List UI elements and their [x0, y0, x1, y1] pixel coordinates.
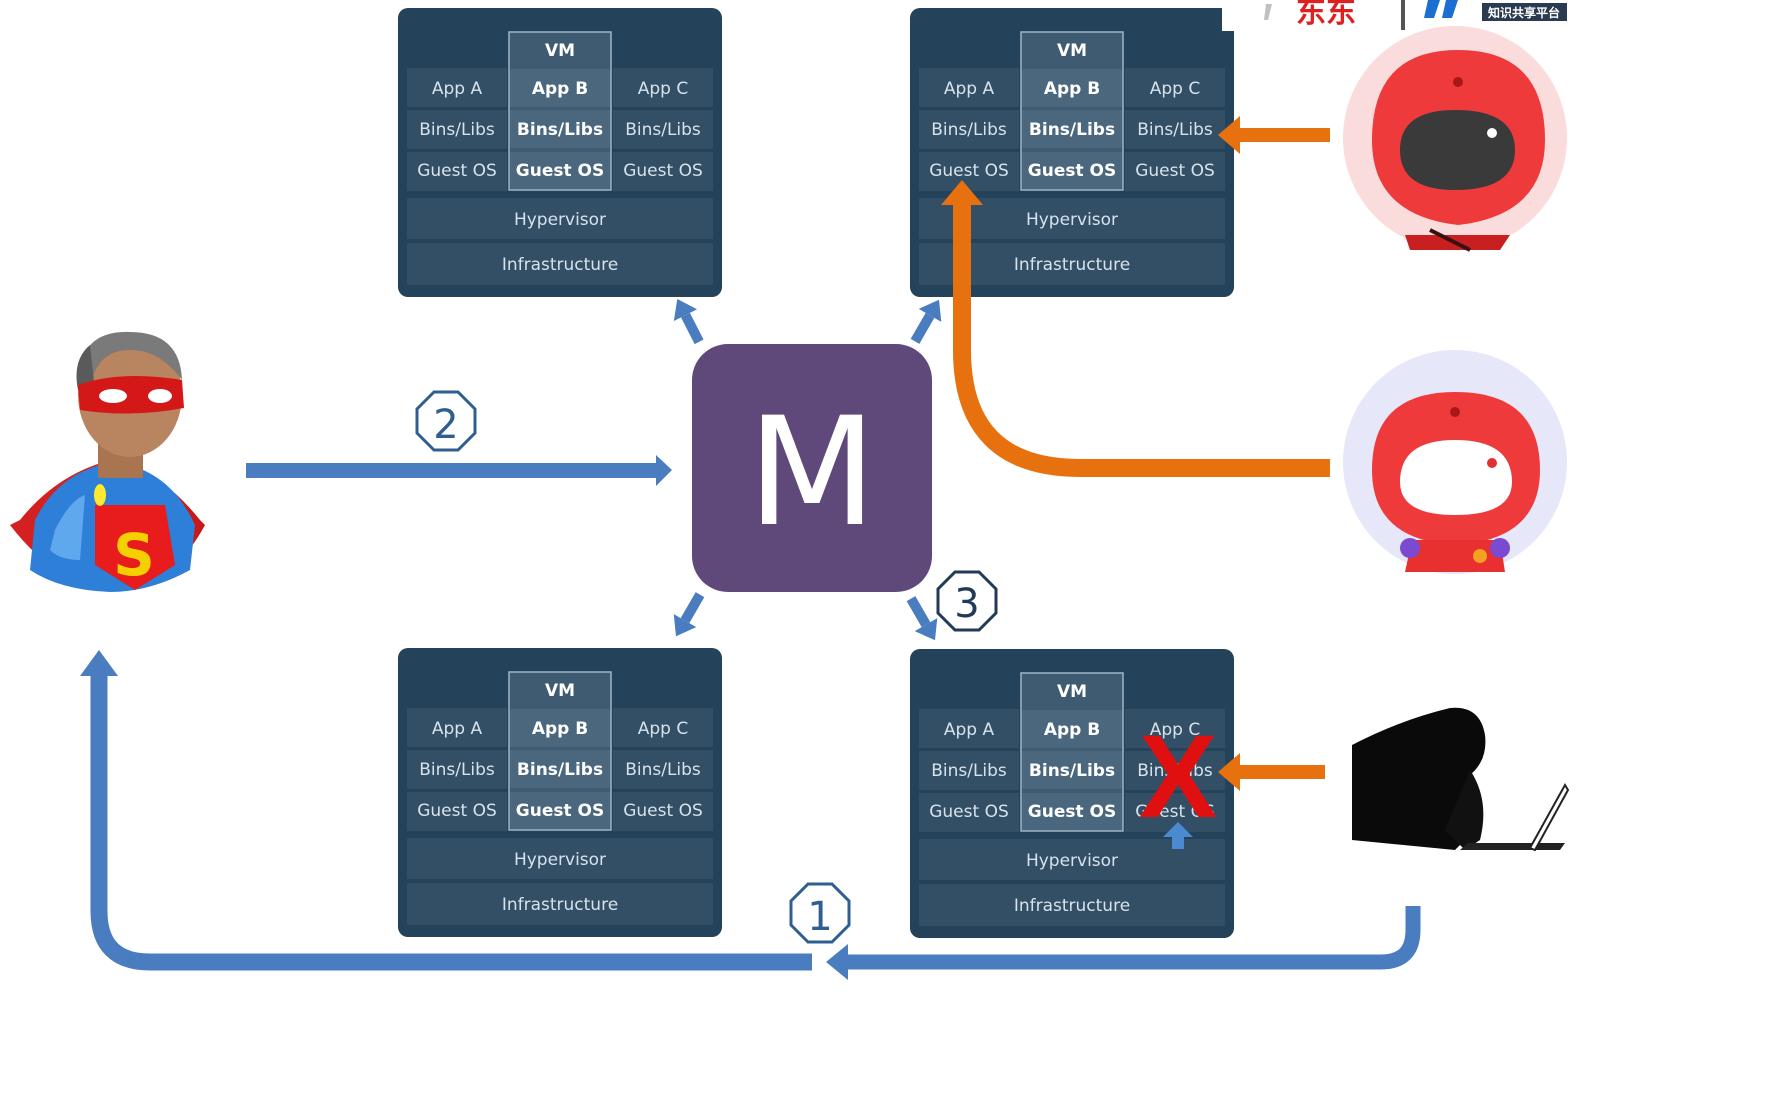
bins-libs-c-label: Bins/Libs — [625, 120, 701, 140]
vm-label: VM — [545, 41, 575, 61]
host-bottom-right: VM App A App B App C Bins/Libs Bins/Libs… — [909, 648, 1235, 939]
bins-libs-a-label: Bins/Libs — [419, 760, 495, 780]
app-a-label: App A — [432, 719, 483, 739]
stressed-person-icon — [1352, 707, 1570, 852]
arrow-to-top-left-icon — [673, 299, 704, 345]
orange-arrow-top-robot — [1218, 116, 1330, 154]
infrastructure-label: Infrastructure — [502, 255, 618, 275]
app-b-label: App B — [1044, 79, 1100, 99]
app-c-label: App C — [638, 719, 689, 739]
brand-logo: 东东 知识共享平台 — [1222, 0, 1765, 31]
manager-letter: M — [747, 386, 876, 560]
infrastructure-label: Infrastructure — [1014, 896, 1130, 916]
small-up-arrow-icon — [1163, 822, 1193, 849]
logo-subtext: 知识共享平台 — [1487, 5, 1560, 20]
svg-text:3: 3 — [954, 581, 979, 627]
bins-libs-c-label: Bins/Libs — [1137, 120, 1213, 140]
app-a-label: App A — [432, 79, 483, 99]
bins-libs-b-label: Bins/Libs — [517, 120, 603, 140]
red-robot-icon-middle — [1343, 350, 1567, 574]
step-marker-2: 2 — [415, 390, 477, 452]
app-a-label: App A — [944, 79, 995, 99]
app-c-label: App C — [1150, 79, 1201, 99]
broken-guest-os-c-label: Guest OS — [1135, 802, 1215, 822]
error-x-icon: X — [1139, 711, 1218, 843]
arrow-to-top-right-icon — [910, 299, 942, 344]
hypervisor-label: Hypervisor — [514, 850, 606, 870]
app-b-label: App B — [532, 719, 588, 739]
guest-os-a-label: Guest OS — [417, 161, 497, 181]
hypervisor-label: Hypervisor — [514, 210, 606, 230]
vm-label: VM — [1057, 682, 1087, 702]
guest-os-b-label: Guest OS — [1028, 802, 1116, 822]
svg-text:S: S — [113, 521, 155, 589]
host-top-right: VM App A App B App C Bins/Libs Bins/Libs… — [909, 7, 1235, 298]
host-bottom-left: VM App A App B App C Bins/Libs Bins/Libs… — [397, 647, 723, 938]
orange-arrows — [941, 116, 1330, 791]
guest-os-a-label: Guest OS — [417, 801, 497, 821]
orange-arrow-middle-robot — [941, 180, 1330, 477]
broken-bins-libs-c-label: Bins/Libs — [1137, 761, 1213, 781]
guest-os-a-label: Guest OS — [929, 802, 1009, 822]
vm-label: VM — [1057, 41, 1087, 61]
guest-os-b-label: Guest OS — [516, 801, 604, 821]
bins-libs-a-label: Bins/Libs — [419, 120, 495, 140]
infrastructure-label: Infrastructure — [1014, 255, 1130, 275]
arrow-to-bottom-right-icon — [906, 596, 938, 641]
arrow-loop-to-user — [80, 650, 1421, 980]
bins-libs-a-label: Bins/Libs — [931, 120, 1007, 140]
svg-text:1: 1 — [807, 894, 832, 940]
superhero-user-icon: S — [10, 331, 205, 592]
orange-arrow-person — [1218, 753, 1325, 791]
bins-libs-c-label: Bins/Libs — [625, 760, 701, 780]
step-marker-3: 3 — [936, 570, 998, 632]
manager-box: M — [692, 344, 932, 592]
guest-os-c-label: Guest OS — [1135, 161, 1215, 181]
distribution-arrows — [673, 299, 942, 641]
guest-os-c-label: Guest OS — [623, 161, 703, 181]
guest-os-b-label: Guest OS — [1028, 161, 1116, 181]
guest-os-b-label: Guest OS — [516, 161, 604, 181]
bins-libs-b-label: Bins/Libs — [517, 760, 603, 780]
app-a-label: App A — [944, 720, 995, 740]
step-marker-1: 1 — [789, 882, 851, 944]
app-b-label: App B — [1044, 720, 1100, 740]
logo-text: 东东 — [1296, 0, 1356, 30]
guest-os-a-label: Guest OS — [929, 161, 1009, 181]
app-b-label: App B — [532, 79, 588, 99]
svg-text:2: 2 — [433, 402, 458, 448]
hypervisor-label: Hypervisor — [1026, 851, 1118, 871]
infrastructure-label: Infrastructure — [502, 895, 618, 915]
bins-libs-b-label: Bins/Libs — [1029, 120, 1115, 140]
bins-libs-a-label: Bins/Libs — [931, 761, 1007, 781]
arrow-to-bottom-left-icon — [673, 592, 705, 637]
vm-label: VM — [545, 681, 575, 701]
guest-os-c-label: Guest OS — [623, 801, 703, 821]
host-top-left: VM App A App B App C Bins/Libs Bins/Libs… — [397, 7, 723, 298]
hypervisor-label: Hypervisor — [1026, 210, 1118, 230]
app-c-label: App C — [638, 79, 689, 99]
arrow-user-to-manager — [246, 455, 672, 486]
broken-app-c-label: App C — [1150, 720, 1201, 740]
red-robot-icon-top — [1343, 26, 1567, 252]
bins-libs-b-label: Bins/Libs — [1029, 761, 1115, 781]
